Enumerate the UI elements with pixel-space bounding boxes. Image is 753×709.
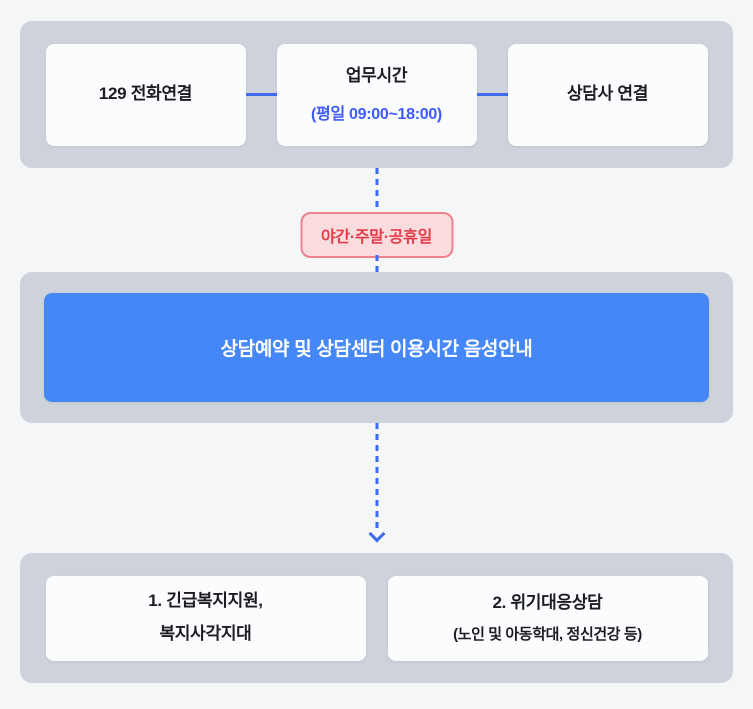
consult-options-panel: 1. 긴급복지지원, 복지사각지대 2. 위기대응상담 (노인 및 아동학대, … <box>20 553 733 683</box>
after-hours-badge: 야간·주말·공휴일 <box>300 212 453 258</box>
step-card-counselor-connect-label: 상담사 연결 <box>566 84 649 104</box>
step-card-business-hours-label: 업무시간 <box>345 65 408 85</box>
voice-guidance-button[interactable]: 상담예약 및 상담센터 이용시간 음성안내 <box>44 293 709 402</box>
flow-connector-line <box>476 93 508 96</box>
step-card-counselor-connect: 상담사 연결 <box>507 43 708 146</box>
step-card-phone-129: 129 전화연결 <box>45 43 246 146</box>
option-card-crisis-response-line1: 2. 위기대응상담 <box>492 592 603 612</box>
dashed-flow-line <box>375 168 378 212</box>
step-card-business-hours: 업무시간 (평일 09:00~18:00) <box>276 43 477 146</box>
option-card-emergency-welfare-line2: 복지사각지대 <box>159 624 252 643</box>
arrow-down-icon <box>368 525 385 543</box>
option-card-crisis-response-line2: (노인 및 아동학대, 정신건강 등) <box>453 626 642 644</box>
option-card-emergency-welfare-line1: 1. 긴급복지지원, <box>148 591 263 611</box>
dashed-flow-line <box>375 255 378 272</box>
option-card-crisis-response: 2. 위기대응상담 (노인 및 아동학대, 정신건강 등) <box>387 575 708 661</box>
step-card-phone-129-label: 129 전화연결 <box>98 84 193 104</box>
weekday-flow-panel: 129 전화연결 업무시간 (평일 09:00~18:00) 상담사 연결 <box>20 21 733 168</box>
option-card-emergency-welfare: 1. 긴급복지지원, 복지사각지대 <box>45 575 366 661</box>
dashed-flow-line <box>375 423 378 528</box>
business-hours-time-range: (평일 09:00~18:00) <box>311 106 442 124</box>
voice-guidance-panel: 상담예약 및 상담센터 이용시간 음성안내 <box>20 272 733 423</box>
flow-connector-line <box>245 93 277 96</box>
